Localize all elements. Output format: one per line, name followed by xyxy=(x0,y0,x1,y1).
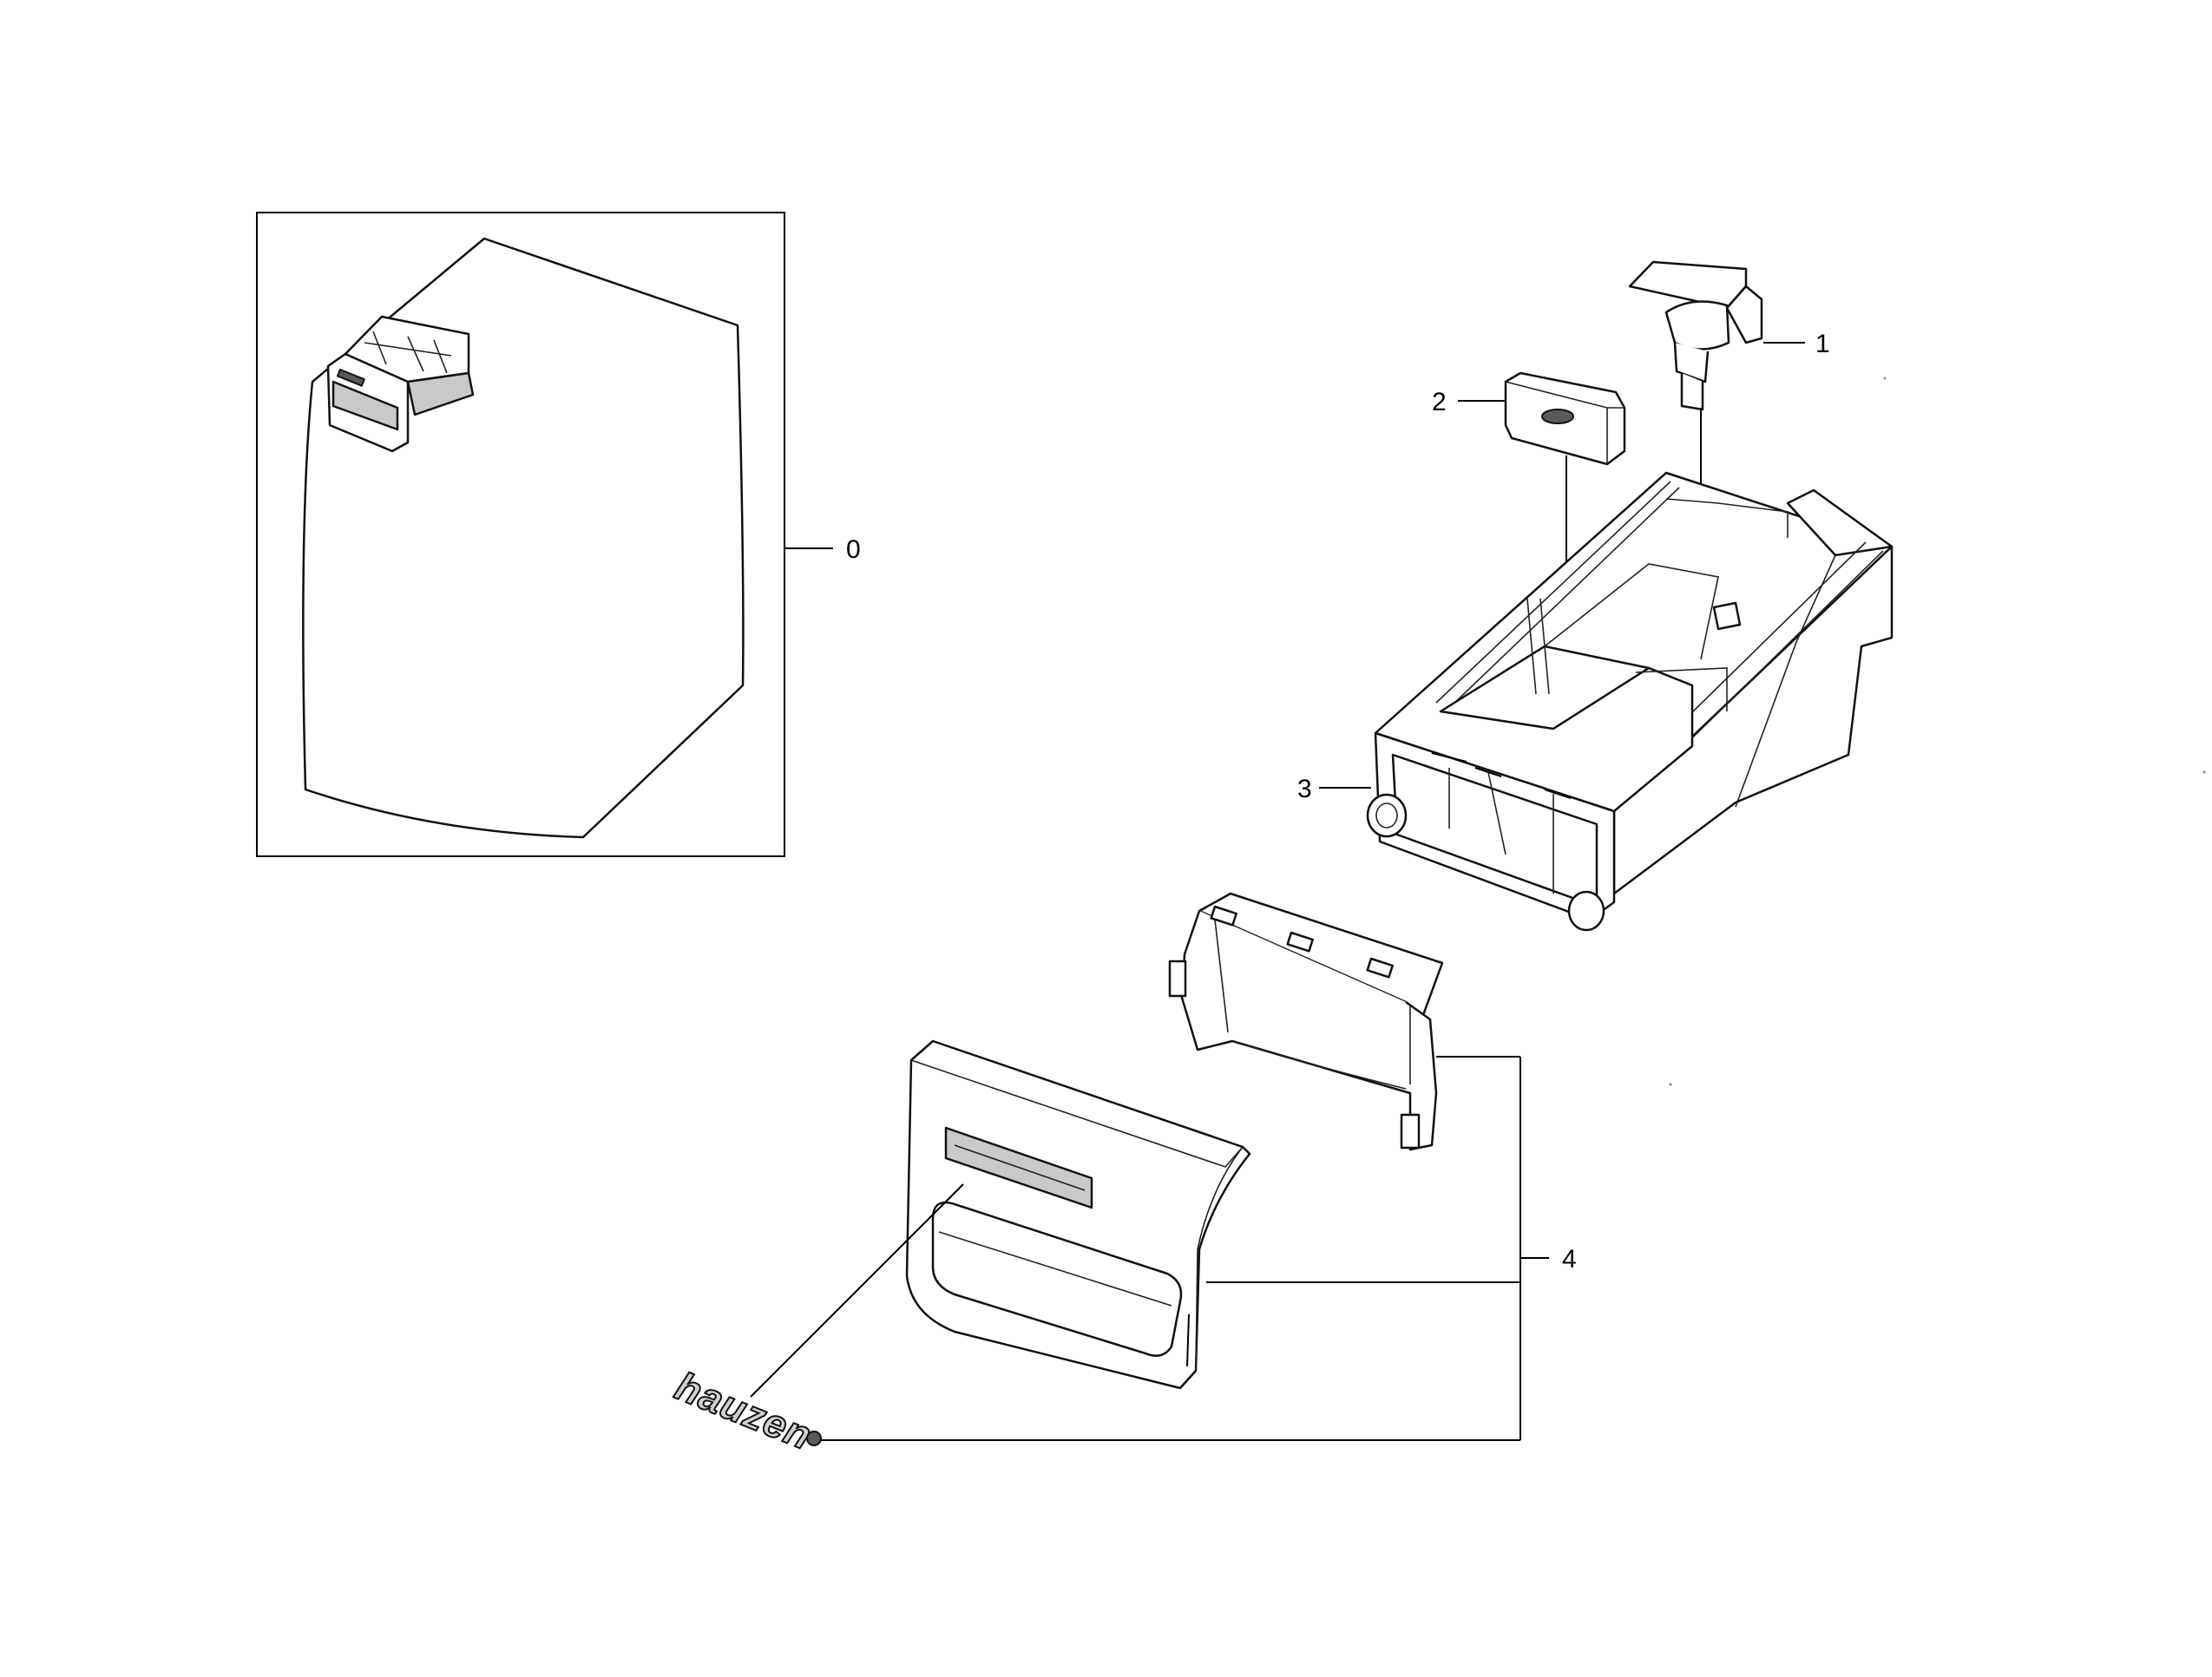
part-2-cap: 2 xyxy=(1432,371,1626,642)
leaders-4: 4 xyxy=(750,1056,1577,1441)
callout-2: 2 xyxy=(1432,388,1447,416)
assembly-inset: 0 xyxy=(256,212,861,857)
inset-frame xyxy=(256,212,785,857)
logo-clip xyxy=(806,1431,822,1446)
callout-0: 0 xyxy=(846,535,861,564)
mini-drawer xyxy=(326,315,475,453)
logo-text: hauzen xyxy=(669,1363,818,1458)
callout-4: 4 xyxy=(1562,1245,1577,1274)
part-1-siphon-cap: 1 xyxy=(1628,260,1830,685)
part-3-drawer-case: 3 xyxy=(1297,471,1894,932)
callout-1: 1 xyxy=(1815,330,1830,358)
callout-3: 3 xyxy=(1297,775,1312,803)
part-4-front-panel xyxy=(905,1039,1251,1390)
part-4-logo-badge: hauzen xyxy=(668,1362,822,1459)
part-4-handle-frame xyxy=(1168,892,1444,1151)
